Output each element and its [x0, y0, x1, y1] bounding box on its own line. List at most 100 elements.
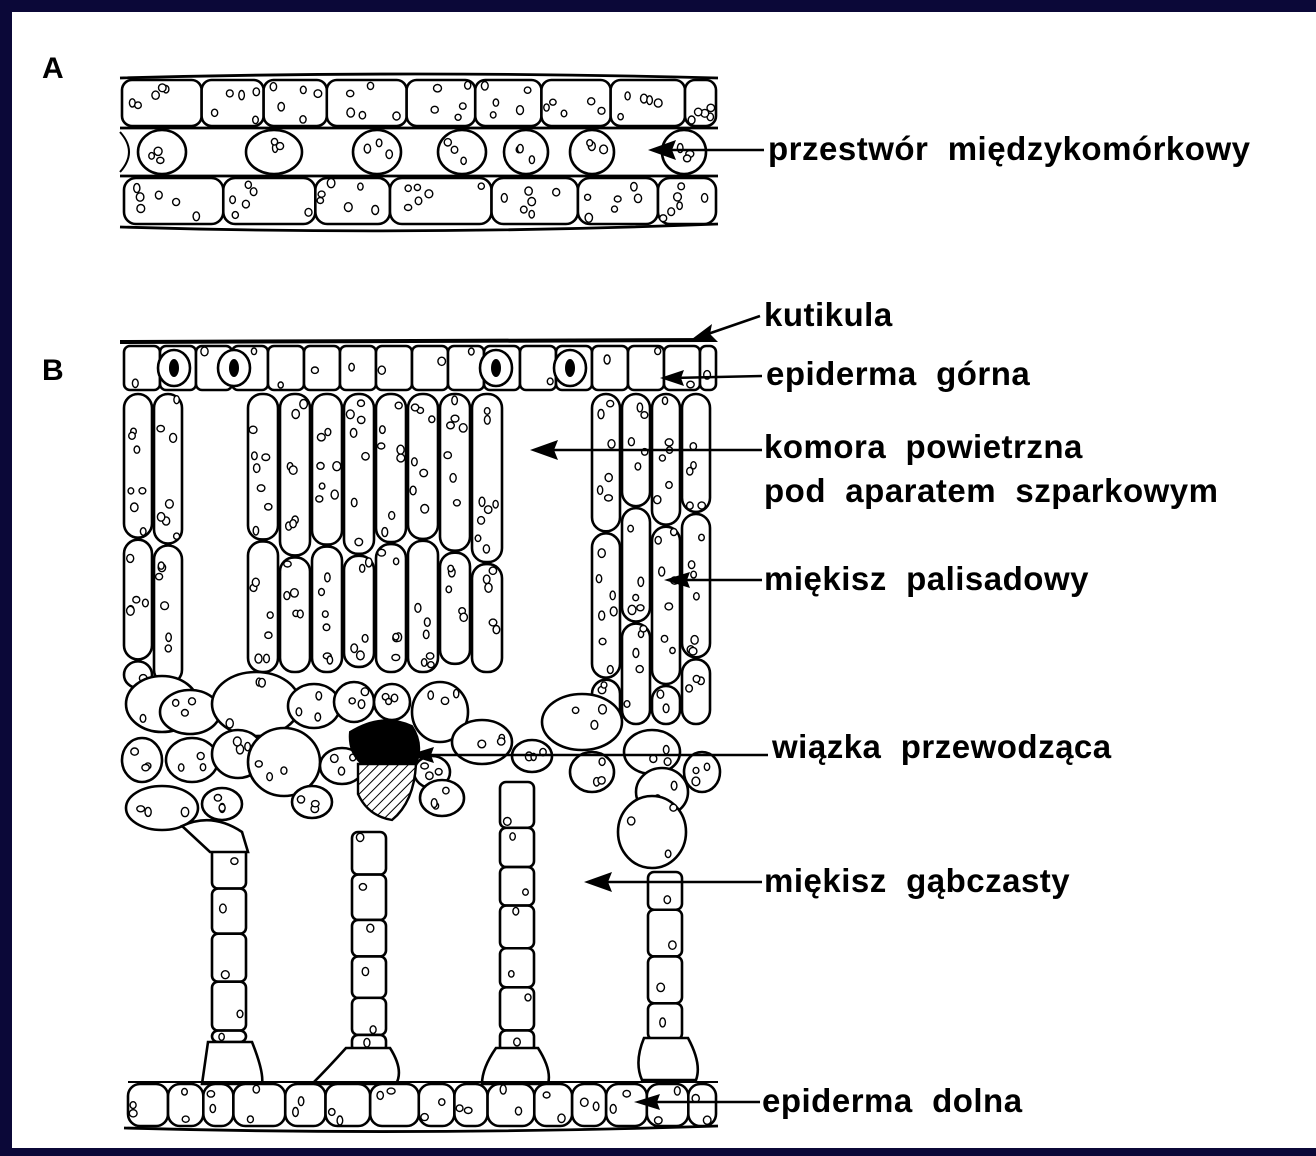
chloroplast-dot: [485, 583, 492, 592]
chloroplast-dot: [166, 500, 174, 508]
chloroplast-dot: [319, 589, 325, 596]
chloroplast-dot: [640, 626, 647, 632]
chloroplast-dot: [429, 416, 435, 423]
chloroplast-dot: [380, 426, 386, 434]
chloroplast-dot: [493, 626, 500, 634]
chloroplast-dot: [133, 597, 140, 603]
chloroplast-dot: [517, 144, 523, 152]
guard-cell-nucleus: [169, 359, 179, 377]
spongy-cell: [166, 738, 218, 782]
chloroplast-dot: [634, 194, 641, 202]
lower-epidermis-cell: [488, 1084, 535, 1126]
chloroplast-dot: [664, 758, 671, 766]
chloroplast-dot: [612, 206, 618, 212]
panel-b-letter: B: [42, 354, 64, 387]
spongy-foot: [482, 1048, 549, 1084]
chloroplast-dot: [314, 90, 322, 98]
chloroplast-dot: [460, 103, 467, 109]
chloroplast-dot: [450, 474, 456, 483]
chloroplast-dot: [358, 400, 365, 406]
chloroplast-dot: [378, 366, 385, 374]
chloroplast-dot: [636, 666, 643, 673]
panel-a-middle-layer: [120, 130, 706, 174]
chloroplast-dot: [415, 197, 422, 205]
lower-layer-cell: [390, 178, 492, 224]
chloroplast-dot: [441, 697, 448, 704]
chloroplast-dot: [226, 90, 233, 97]
chloroplast-dot: [161, 602, 169, 610]
palisade-cell: [124, 394, 152, 538]
chloroplast-dot: [686, 685, 693, 692]
chloroplast-dot: [623, 1090, 630, 1097]
chloroplast-dot: [598, 486, 603, 495]
chloroplast-dot: [131, 748, 139, 755]
chloroplast-dot: [312, 801, 320, 807]
chloroplast-dot: [523, 889, 529, 895]
chloroplast-dot: [349, 698, 355, 704]
chloroplast-dot: [174, 533, 180, 539]
chloroplast-dot: [633, 595, 639, 601]
chloroplast-dot: [152, 91, 159, 99]
spongy-foot: [202, 1042, 262, 1084]
chloroplast-dot: [660, 215, 667, 222]
chloroplast-dot: [443, 787, 449, 794]
chloroplast-dot: [464, 1107, 472, 1113]
chloroplast-dot: [684, 155, 691, 162]
chloroplast-dot: [628, 605, 636, 614]
spongy-cell: [684, 752, 720, 792]
phloem-hatched: [358, 764, 416, 820]
spongy-cell: [624, 730, 680, 774]
chloroplast-dot: [687, 502, 694, 509]
chloroplast-dot: [255, 761, 262, 767]
palisade-cell: [248, 541, 278, 672]
chloroplast-dot: [421, 505, 429, 514]
chloroplast-dot: [317, 463, 324, 470]
chloroplast-dot: [521, 206, 528, 213]
panel-a-tissue: [120, 74, 718, 231]
chloroplast-dot: [405, 185, 411, 191]
chloroplast-dot: [687, 381, 694, 388]
chloroplast-dot: [387, 1088, 395, 1094]
chloroplast-dot: [465, 81, 471, 89]
chloroplast-dot: [219, 804, 225, 811]
chloroplast-dot: [362, 635, 368, 643]
chloroplast-dot: [298, 1097, 303, 1106]
chloroplast-dot: [397, 445, 404, 454]
chloroplast-dot: [608, 440, 615, 448]
chloroplast-dot: [289, 466, 297, 474]
palisade-cell: [652, 394, 680, 525]
chloroplast-dot: [657, 983, 665, 991]
chloroplast-dot: [245, 181, 251, 188]
chloroplast-dot: [265, 632, 272, 638]
chloroplast-dot: [359, 112, 365, 119]
spongy-strand-cell: [212, 1031, 246, 1042]
panel-a-letter: A: [42, 52, 64, 85]
chloroplast-dot: [455, 114, 461, 120]
chloroplast-dot: [490, 112, 496, 118]
chloroplast-dot: [637, 403, 642, 412]
palisade-cell: [682, 659, 710, 724]
chloroplast-dot: [425, 190, 433, 198]
chloroplast-dot: [641, 412, 648, 419]
chloroplast-dot: [504, 818, 512, 826]
chloroplast-dot: [329, 1109, 335, 1116]
upper-epidermis-cell: [448, 346, 484, 390]
palisade-cell: [682, 394, 710, 512]
chloroplast-dot: [420, 469, 428, 476]
chloroplast-dot: [628, 817, 635, 825]
spongy-strand-cell: [212, 889, 246, 934]
spongy-cell: [288, 684, 340, 728]
chloroplast-dot: [691, 636, 698, 645]
chloroplast-dot: [598, 107, 605, 114]
chloroplast-dot: [444, 452, 451, 459]
chloroplast-dot: [448, 565, 454, 571]
panel-b-tissue: [120, 340, 720, 1132]
chloroplast-dot: [157, 157, 164, 163]
chloroplast-dot: [315, 713, 321, 721]
chloroplast-dot: [693, 767, 699, 773]
vascular-bundle: [350, 720, 419, 820]
spongy-strand-cell: [648, 956, 682, 1003]
chloroplast-dot: [454, 689, 459, 697]
spongy-strand-cell: [500, 948, 534, 987]
chloroplast-dot: [219, 1033, 224, 1040]
